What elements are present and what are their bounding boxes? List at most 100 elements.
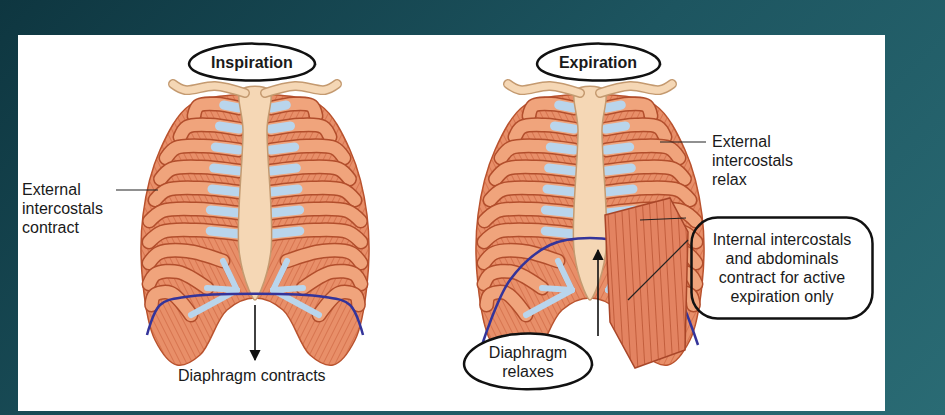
muscle-fibre — [135, 80, 255, 320]
muscle-fibre — [255, 80, 387, 344]
muscle-fibre — [261, 80, 411, 380]
muscle-fibre — [686, 80, 836, 380]
muscle-fibre — [147, 80, 255, 296]
costal-cartilage — [555, 126, 575, 129]
muscle-fibre — [728, 80, 878, 380]
rib-outline — [166, 146, 239, 158]
muscle-fibre — [602, 80, 752, 380]
rib-outline — [149, 230, 239, 242]
muscle-fibre — [356, 80, 506, 380]
muscle-fibre — [9, 80, 159, 380]
muscle-fibre — [117, 80, 255, 356]
clavicle-outline — [508, 84, 580, 93]
costal-cartilage — [606, 147, 630, 150]
rib-cage — [0, 80, 555, 380]
costal-cartilage — [606, 168, 631, 171]
muscle-fibre — [105, 80, 255, 380]
rib — [161, 167, 239, 179]
muscle-fibre — [452, 80, 590, 356]
outline-shape — [189, 43, 315, 80]
rib-outline — [487, 292, 526, 315]
rib — [303, 271, 361, 288]
rib-outline — [271, 188, 355, 200]
costal-cartilage — [212, 189, 239, 192]
rib-outline — [606, 188, 690, 200]
muscle-fibre — [290, 80, 440, 380]
muscle-fibre — [0, 80, 141, 380]
rib-outline — [606, 167, 684, 179]
costal-cartilage — [526, 290, 572, 315]
rib-outline — [515, 125, 574, 137]
muscle-fibre — [734, 80, 884, 380]
muscle-fibre — [692, 80, 842, 380]
leader-line — [640, 218, 686, 220]
costal-cartilage — [271, 147, 295, 150]
rib — [501, 146, 574, 158]
muscle-fibre — [446, 80, 590, 368]
rib — [606, 167, 684, 179]
movement-arrow — [597, 250, 599, 336]
leader-line — [628, 240, 688, 300]
costal-cartilage — [549, 168, 574, 171]
muscle-fibre — [302, 80, 452, 380]
costal-cartilage — [271, 168, 296, 171]
costal-cartilage — [271, 231, 300, 234]
costal-cartilage — [224, 105, 239, 108]
muscle-fibre — [476, 80, 590, 308]
rib — [606, 146, 679, 158]
costal-cartilage — [545, 231, 574, 234]
rib-outline — [149, 250, 223, 263]
rib — [150, 209, 239, 221]
muscle-fibre — [255, 80, 369, 308]
rib-outline — [152, 292, 191, 315]
muscle-fibre — [470, 80, 590, 320]
muscle-fibre — [15, 80, 165, 380]
muscle-fibre — [267, 80, 417, 380]
rib-outline — [484, 250, 558, 263]
rib — [271, 188, 355, 200]
muscle-fibre — [677, 195, 687, 370]
clavicle — [600, 84, 672, 93]
rib — [529, 104, 574, 116]
costal-cartilage — [550, 147, 574, 150]
rib — [496, 167, 574, 179]
muscle-fibre — [710, 80, 860, 380]
muscle-fibre — [111, 80, 255, 368]
muscle-fibre — [590, 80, 734, 368]
rib — [271, 125, 330, 137]
rib — [485, 209, 574, 221]
outline-shape — [537, 43, 660, 80]
sternum — [573, 86, 607, 300]
muscle-fibre — [0, 80, 129, 380]
costal-cartilage — [214, 168, 239, 171]
muscle-fibre — [596, 80, 746, 380]
rib — [606, 125, 665, 137]
rib-outline — [180, 125, 239, 137]
costal-cartilage — [220, 126, 240, 129]
title-ellipse: Inspiration — [186, 41, 318, 84]
muscle-fibre — [590, 80, 740, 380]
rib — [149, 271, 207, 288]
rib-outline — [271, 104, 316, 116]
annotation-ellipse: Diaphragm relaxes — [461, 331, 595, 393]
muscle-fibre — [716, 80, 866, 380]
muscle-fibre — [458, 80, 590, 344]
muscle-fibre — [332, 80, 482, 380]
muscle-fibre — [296, 80, 446, 380]
rib-outline — [271, 167, 349, 179]
muscle-fibre — [141, 80, 255, 308]
rib-outline — [319, 292, 358, 315]
costal-cartilage — [606, 189, 633, 192]
muscle-fibre — [320, 80, 470, 380]
clavicle — [173, 84, 245, 93]
rib-outline — [490, 188, 574, 200]
muscle-fibre — [3, 80, 153, 380]
muscle-fibre — [0, 80, 123, 380]
muscle-fibre — [722, 80, 872, 380]
rib-outline — [149, 271, 207, 288]
annotation-text: Diaphragm relaxes — [485, 343, 571, 381]
muscle-fibre — [656, 80, 806, 380]
abdominal-muscle — [605, 198, 688, 368]
rib — [152, 292, 191, 315]
muscle-fibre — [338, 80, 488, 380]
